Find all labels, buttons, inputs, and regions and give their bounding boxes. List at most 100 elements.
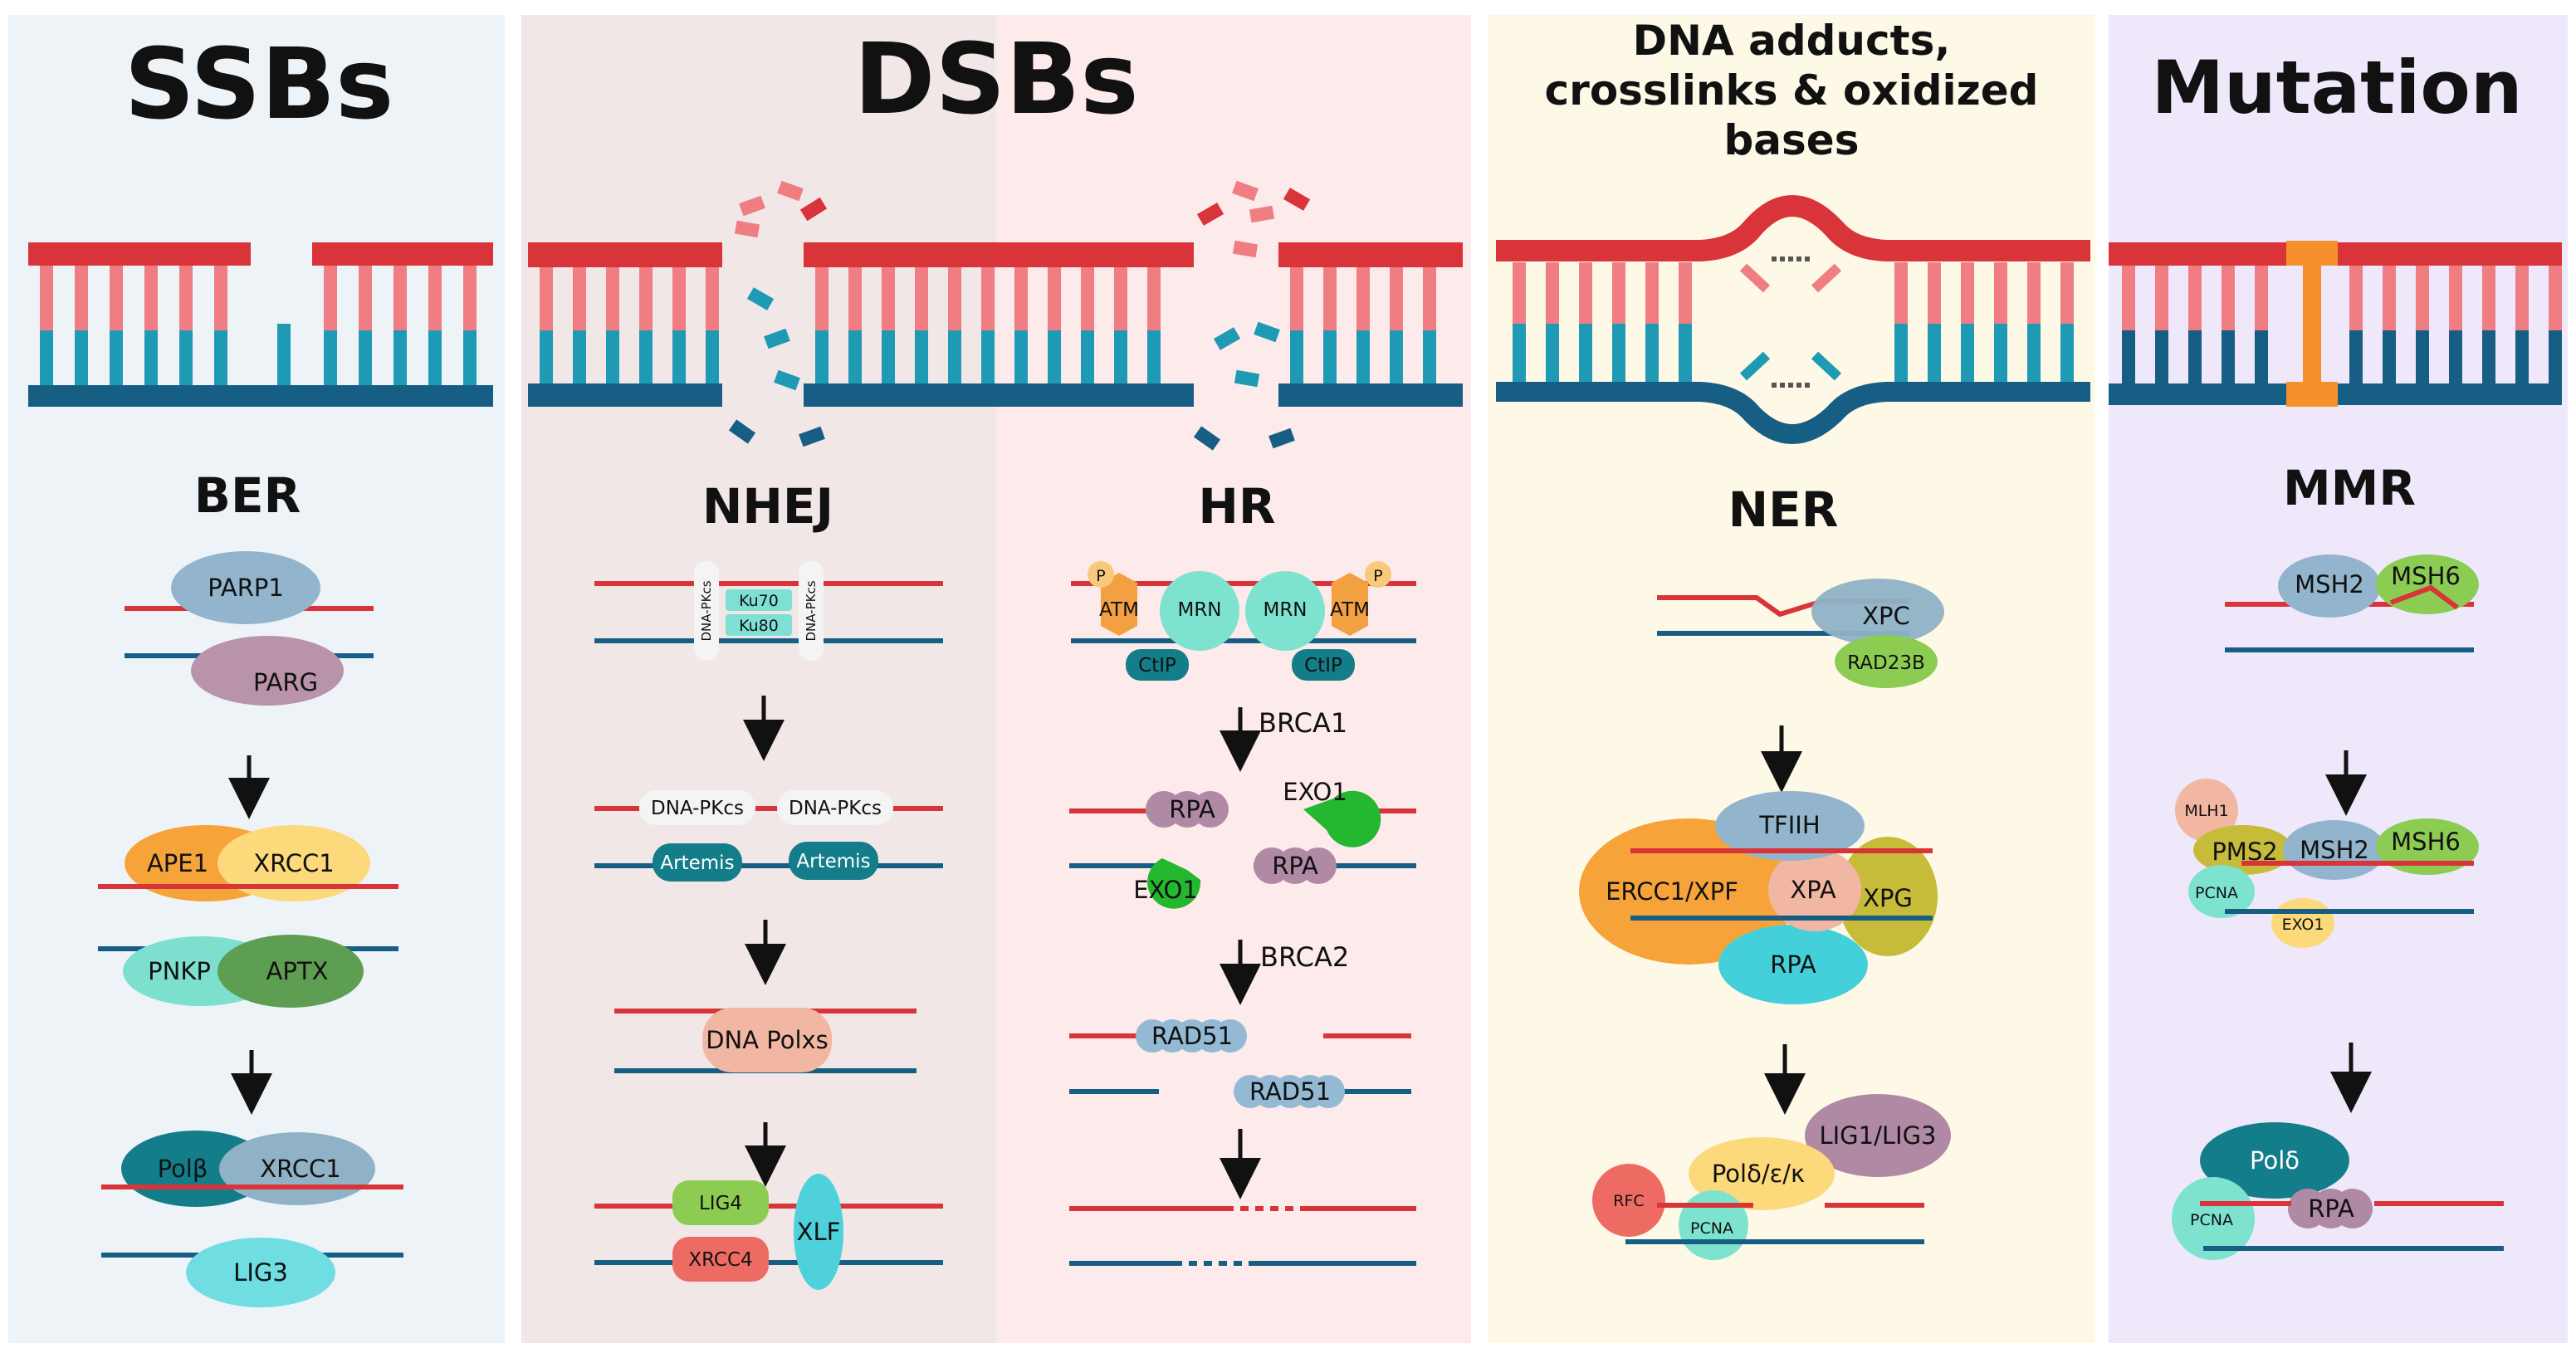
xrcc1-label: XRCC1	[253, 849, 335, 877]
ner-lesion-base	[1739, 351, 1771, 381]
dsb-fragment	[799, 197, 828, 222]
dsb-rung	[1356, 267, 1370, 330]
mmr-rung	[2255, 266, 2268, 330]
ssb-rung	[40, 330, 53, 385]
p-right-label: P	[1373, 567, 1382, 585]
dsb-rung	[1290, 330, 1303, 383]
dsb-rung	[915, 330, 928, 383]
dsb-fragment	[734, 220, 760, 238]
ner-rung	[2060, 262, 2074, 324]
rad51-top-protein	[1136, 1019, 1247, 1053]
pnkp-label: PNKP	[148, 957, 211, 985]
pcna-mmr-b-label: PCNA	[2190, 1211, 2233, 1229]
ssb-rung	[428, 330, 442, 385]
lig3-protein	[186, 1238, 335, 1307]
xpg-label: XPG	[1863, 884, 1913, 912]
dsb-fragment	[777, 180, 804, 202]
dsb-rung	[1014, 330, 1028, 383]
mmr-rung	[2122, 266, 2135, 330]
dsb-fragment	[1196, 203, 1224, 226]
dsb-rung	[1147, 267, 1161, 330]
ner-title-line-3: bases	[1724, 116, 1860, 164]
pol-delta-protein	[2200, 1122, 2349, 1199]
dsb-rung	[981, 267, 995, 330]
ner-rung	[1645, 324, 1659, 382]
mmr-rung	[2349, 266, 2363, 330]
ku70-protein	[726, 589, 792, 611]
ku80-label: Ku80	[739, 617, 779, 635]
ssb-rung	[110, 266, 123, 330]
p-left-badge	[1088, 561, 1114, 588]
dsb-rung	[1147, 330, 1161, 383]
dnapkcs-1-label: DNA-PKcs	[651, 798, 744, 819]
ssb-rung	[110, 330, 123, 385]
exo1-top-label: EXO1	[1283, 778, 1347, 806]
ner-rung	[1513, 262, 1526, 324]
pcna-mmr-protein	[2188, 865, 2255, 918]
p-left-label: P	[1096, 567, 1105, 585]
mmr-rung	[2449, 266, 2462, 330]
dsb-rung	[1048, 267, 1061, 330]
parp1-label: PARP1	[208, 574, 284, 602]
ner-rung	[1579, 262, 1592, 324]
dsb-rung	[882, 267, 895, 330]
mmr-rung	[2188, 330, 2202, 383]
ssb-bottom-strand	[28, 385, 493, 407]
mmr-rung	[2515, 266, 2529, 330]
dsb-fragment	[1249, 205, 1275, 223]
ssb-rung	[359, 266, 372, 330]
ner-title-line-1: DNA adducts,	[1633, 17, 1951, 65]
dsb-rung	[1048, 330, 1061, 383]
msh2-label: MSH2	[2295, 570, 2364, 598]
ner-rung	[1645, 262, 1659, 324]
ctip-right-protein	[1292, 649, 1355, 681]
hr-panel	[996, 15, 1471, 1343]
pcna-mmr-label: PCNA	[2195, 884, 2238, 902]
rad51-top-label: RAD51	[1151, 1022, 1233, 1050]
xpg-protein	[1838, 837, 1938, 956]
parg-protein	[191, 636, 344, 706]
dsb-fragment	[728, 419, 756, 444]
rpa-top-label: RPA	[1169, 795, 1215, 823]
xpa-label: XPA	[1790, 876, 1835, 904]
dsb-rung	[672, 267, 686, 330]
ssb-top-strand	[28, 242, 251, 266]
dsb-fragment	[746, 287, 775, 310]
rad51-bottom-protein	[1234, 1075, 1345, 1108]
p-right-badge	[1365, 561, 1391, 588]
mmr-rung	[2222, 266, 2235, 330]
dsb-top-strand	[804, 242, 1194, 267]
mmr-pathway: MSH2 MSH6 MLH1 PMS2 MSH2 MSH6 PCNA EXO1 …	[2172, 554, 2504, 1260]
mlh1-protein	[2175, 779, 2238, 842]
mmr-mismatch	[2286, 382, 2338, 407]
dsb-rung	[1081, 267, 1094, 330]
ssb-rung	[179, 266, 193, 330]
dsb-rung	[848, 267, 862, 330]
ssb-rung	[214, 330, 227, 385]
dsb-rung	[540, 330, 553, 383]
dsb-title: DSBs	[853, 22, 1138, 136]
ssb-rung	[463, 330, 477, 385]
nhej-pathway: DNA-PKcs DNA-PKcs Ku70 Ku80 DNA-PKcs DNA…	[594, 561, 943, 1290]
dnapkcs-2-box	[777, 790, 893, 825]
artemis-2-protein	[789, 842, 878, 880]
dsb-rung	[606, 267, 619, 330]
mmr-rung	[2349, 330, 2363, 383]
dsb-bottom-strand	[1278, 383, 1463, 407]
xlf-label: XLF	[797, 1218, 841, 1246]
rpa-bottom-protein	[1254, 847, 1337, 884]
pol-dek-protein	[1689, 1137, 1835, 1210]
ctip-left-protein	[1126, 649, 1189, 681]
rfc-label: RFC	[1613, 1192, 1644, 1210]
ner-lesion-base	[1811, 263, 1842, 293]
ku80-protein	[726, 614, 792, 636]
rad23b-label: RAD23B	[1847, 652, 1925, 674]
msh6-b-label: MSH6	[2391, 828, 2461, 856]
xrcc4-label: XRCC4	[688, 1249, 752, 1271]
lig4-label: LIG4	[699, 1193, 742, 1214]
dsb-rung	[540, 267, 553, 330]
pol-delta-label: Polδ	[2250, 1146, 2300, 1175]
lig3-label: LIG3	[233, 1258, 288, 1287]
parg-label: PARG	[253, 668, 318, 696]
